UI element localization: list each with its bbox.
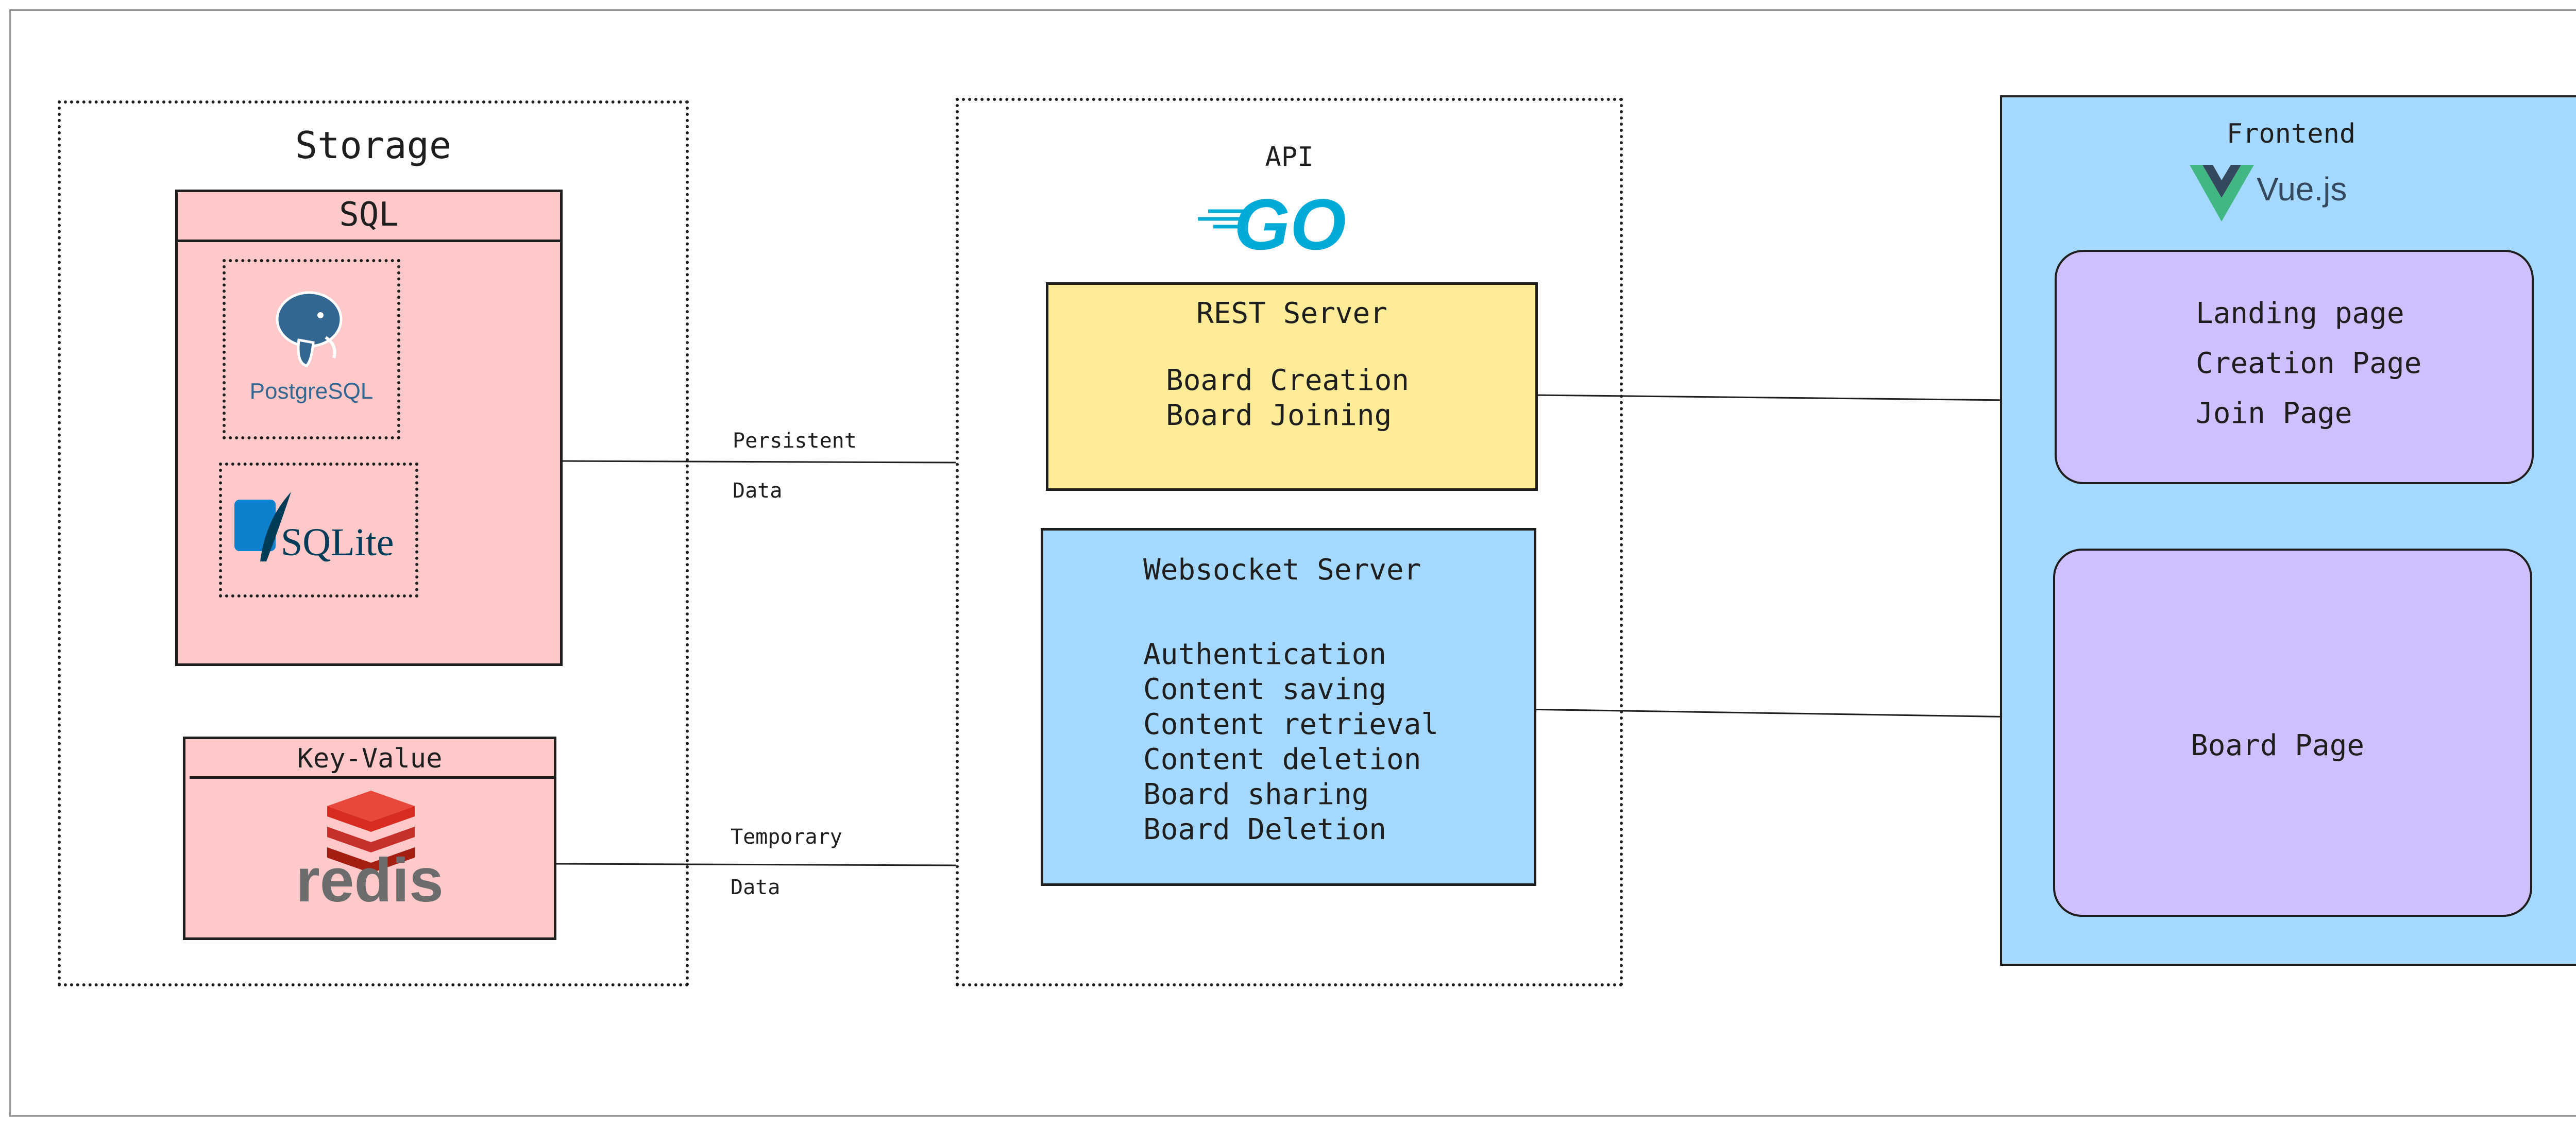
- api-title: API: [1265, 142, 1314, 173]
- redis-cube-icon: [327, 791, 415, 873]
- temporary-label: Temporary: [731, 825, 842, 849]
- api-group: [956, 98, 1623, 986]
- ws-line-board-deletion: Board Deletion: [1143, 813, 1387, 846]
- temporary-data-line: [553, 863, 956, 866]
- rest-line-board-joining: Board Joining: [1166, 399, 1392, 432]
- vue-logo-text: Vue.js: [2257, 170, 2347, 208]
- sql-title: SQL: [339, 196, 399, 234]
- go-logo-text: GO: [1234, 184, 1346, 265]
- redis-logo-text: redis: [296, 846, 444, 915]
- go-lines-icon: [1198, 209, 1244, 229]
- sql-header-divider: [175, 240, 563, 242]
- key-value-header-divider: [190, 776, 556, 779]
- persistent-data-line: [561, 460, 956, 464]
- ws-line-content-deletion: Content deletion: [1143, 743, 1421, 776]
- ws-line-content-saving: Content saving: [1143, 673, 1387, 706]
- persistent-data-label: Data: [733, 479, 783, 503]
- sqlite-box: [219, 463, 418, 597]
- page-line-creation: Creation Page: [2196, 347, 2422, 380]
- temporary-data-label: Data: [731, 876, 781, 899]
- board-page-label: Board Page: [2191, 729, 2365, 762]
- storage-group: [58, 100, 689, 986]
- sql-box: [175, 190, 563, 666]
- rest-server-title: REST Server: [1196, 297, 1387, 330]
- page-line-join: Join Page: [2196, 397, 2352, 430]
- canvas-frame: [9, 9, 2576, 1117]
- websocket-server-title: Websocket Server: [1143, 553, 1421, 587]
- ws-line-content-retrieval: Content retrieval: [1143, 708, 1439, 741]
- ws-line-authentication: Authentication: [1143, 638, 1387, 671]
- postgres-logo-text: PostgreSQL: [249, 379, 374, 404]
- sqlite-feather-icon: [234, 492, 291, 561]
- ws-to-board-line: [1522, 708, 2056, 719]
- ws-line-board-sharing: Board sharing: [1143, 778, 1369, 811]
- rest-server-box: [1046, 282, 1538, 491]
- postgres-box: [223, 259, 400, 439]
- key-value-box: [183, 737, 556, 940]
- vue-logo-icon: [2190, 165, 2254, 221]
- frontend-title: Frontend: [2226, 118, 2356, 149]
- websocket-server-box: [1041, 528, 1536, 886]
- postgres-elephant-icon: [276, 291, 343, 367]
- key-value-title: Key-Value: [297, 743, 443, 774]
- storage-title: Storage: [295, 124, 452, 167]
- pages-box: [2055, 250, 2534, 484]
- rest-line-board-creation: Board Creation: [1166, 364, 1410, 397]
- sqlite-logo-text: SQLite: [281, 521, 394, 564]
- board-page-box: [2053, 549, 2532, 917]
- persistent-label: Persistent: [733, 429, 857, 453]
- page-line-landing: Landing page: [2196, 297, 2404, 330]
